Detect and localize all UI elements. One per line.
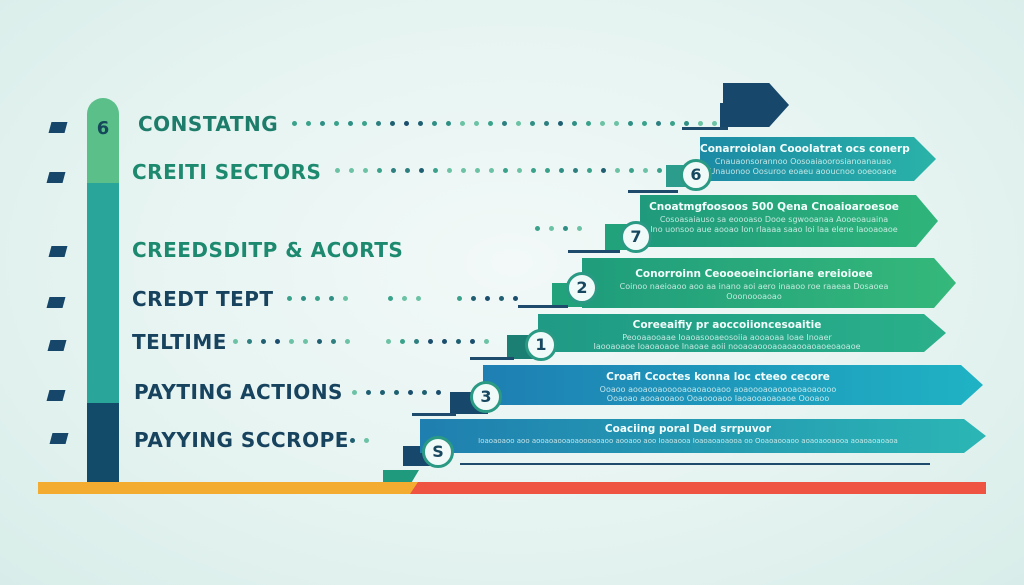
step-ribbon: Conorroinn Ceooeoeincioriane ereioioee C… — [582, 258, 956, 308]
label-payting-actions: PAYTING ACTIONS — [134, 380, 343, 404]
label-teltime: TELTIME — [132, 330, 227, 354]
marker-icon — [47, 340, 67, 351]
bar-segment-middle — [87, 183, 119, 403]
bottom-stripe-red — [410, 482, 986, 494]
step-badge: 6 — [680, 159, 712, 191]
step-desc: Unauonoo Oosuroo eoaeu aooucnoo ooeooaoe — [709, 167, 897, 176]
step-line — [412, 413, 456, 416]
step-title: Conorroinn Ceooeoeincioriane ereioioee — [635, 268, 873, 280]
step-ribbon: Croafl Ccoctes konna loc cteeo cecore Oo… — [483, 365, 983, 405]
step-desc: Ooaoo aooaooaooooaoaoaooaoo aoaoooaoaooo… — [599, 385, 837, 394]
step-line — [518, 305, 568, 308]
step-desc: Ooonoooaoao — [726, 292, 782, 301]
step-ribbon: Cnoatmgfoosoos 500 Qena Cnoaioaroesoe Co… — [640, 195, 938, 247]
step-title: Cnoatmgfoosoos 500 Qena Cnoaioaroesoe — [649, 201, 899, 213]
label-credt-tept: CREDT TEPT — [132, 287, 274, 311]
step-desc: Peooaaooaae Ioaoasooaeosoiia aooaoaa Ioa… — [622, 333, 832, 342]
dotted-leader — [352, 390, 441, 395]
step-desc: Cosoasaiauso sa eoooaso Dooe sgwooanaa A… — [659, 215, 889, 224]
step-ribbon: Conarroiolan Cooolatrat ocs conerp Cnaua… — [700, 137, 936, 181]
step-title: Conarroiolan Cooolatrat ocs conerp — [700, 143, 910, 155]
label-credit-sectors: CREITI SECTORS — [132, 160, 322, 184]
dotted-leader — [350, 438, 369, 443]
marker-icon — [46, 172, 66, 183]
step-desc: Iaooaoaoe Ioaoaoaoe Inaoae aoii nooaoaoo… — [593, 342, 861, 351]
step-ribbon: Coaciing poral Ded srrpuvor Ioaoaoaoo ao… — [420, 419, 986, 453]
step-line — [628, 190, 678, 193]
step-line — [568, 250, 620, 253]
marker-icon — [46, 390, 66, 401]
step-title: Croafl Ccoctes konna loc cteeo cecore — [606, 371, 830, 383]
bar-segment-bottom — [87, 403, 119, 482]
step-desc: Ooaoao aooaooaoo Ooaoooaoo Iaoaooaoaoaoe… — [606, 394, 830, 403]
marker-icon — [46, 297, 66, 308]
label-credsdit-acorts: CREEDSDITP & ACORTS — [132, 238, 404, 262]
step-badge: 1 — [525, 329, 557, 361]
step-desc: Ino uonsoo aue aooao Ion rlaaaa saao loi… — [650, 225, 898, 234]
divider-line — [460, 463, 930, 465]
marker-icon — [48, 122, 68, 133]
flag-pole — [720, 103, 726, 127]
label-constating: CONSTATNG — [138, 112, 279, 136]
marker-icon — [48, 246, 68, 257]
stair-step — [383, 470, 419, 482]
flag-icon — [723, 83, 789, 127]
step-line — [470, 357, 514, 360]
step-title: Coaciing poral Ded srrpuvor — [604, 423, 772, 435]
bottom-stripe-orange — [38, 482, 418, 494]
step-line — [682, 127, 728, 130]
step-desc: Coinoo naeioaoo aoo aa inano aoi aero in… — [619, 282, 889, 291]
step-ribbon: Coreeaifiy pr aoccoiioncesoaitie Peooaao… — [538, 314, 946, 352]
progress-bar: 6 — [87, 98, 119, 482]
bar-number: 6 — [96, 118, 110, 139]
dotted-leader — [292, 121, 717, 126]
dotted-leader — [287, 296, 518, 301]
dotted-leader — [233, 339, 489, 344]
step-desc: Ioaoaoaoo aoo aooaoaooaoaoooaoaoo aooaoo… — [478, 437, 898, 445]
step-badge: 7 — [620, 221, 652, 253]
label-payying-sccrope: PAYYING SCCROPE — [134, 428, 349, 452]
marker-icon — [49, 433, 69, 444]
step-badge: 2 — [566, 272, 598, 304]
dotted-leader — [335, 168, 676, 173]
step-badge: 3 — [470, 381, 502, 413]
step-desc: Cnauaonsorannoo Oosoaiaoorosianoanauao — [714, 157, 892, 166]
step-badge: S — [422, 436, 454, 468]
dotted-leader — [535, 226, 582, 231]
bar-segment-top — [87, 98, 119, 183]
step-title: Coreeaifiy pr aoccoiioncesoaitie — [632, 319, 822, 331]
